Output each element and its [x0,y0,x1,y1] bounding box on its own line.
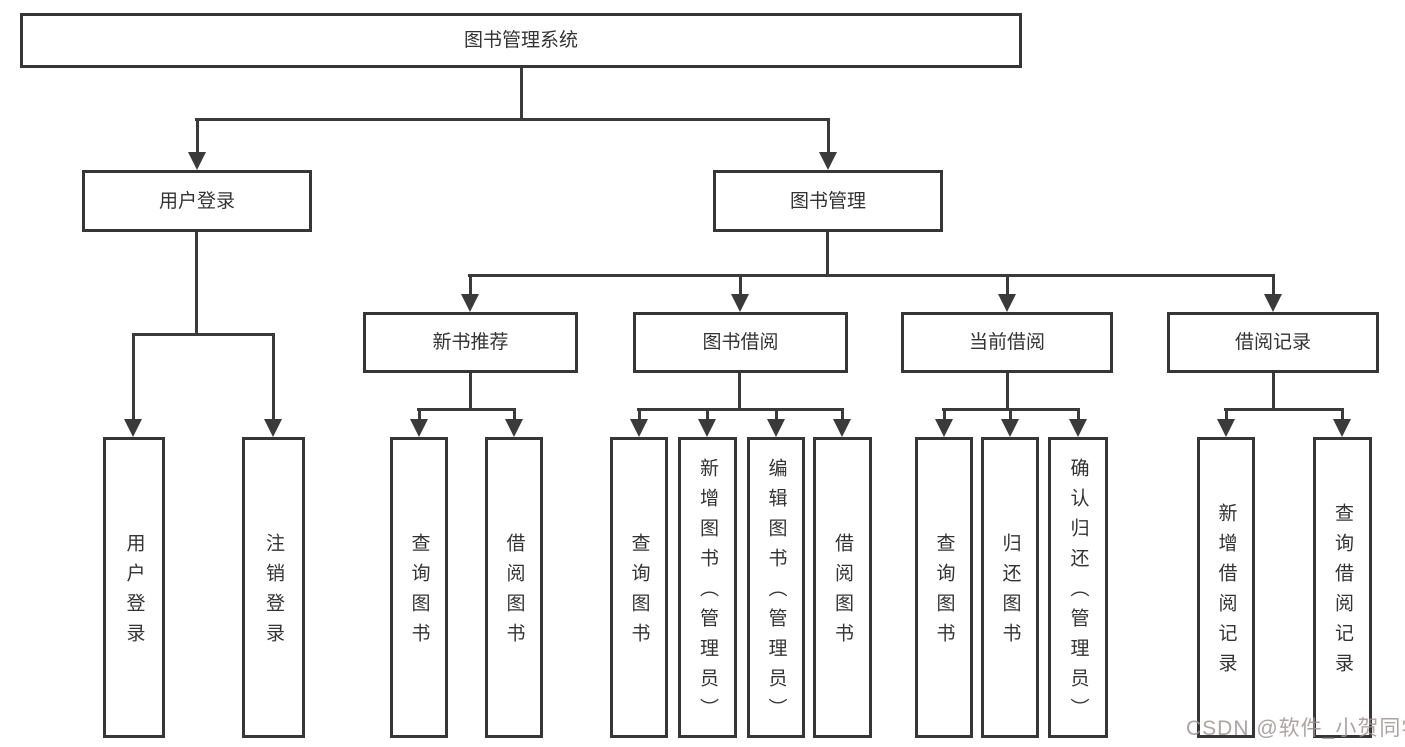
csdn-watermark: CSDN @软件_小贺同学 [1186,717,1405,740]
connector-line [1341,408,1344,423]
arrow-down-icon [698,419,716,437]
connector-line [195,118,830,121]
node-label: 借阅记录 [1234,332,1311,353]
node-label: 图书管理系统 [463,30,578,51]
node-label: 新书推荐 [432,332,509,353]
node-current-borrow: 当前借阅 [901,312,1113,373]
leaf-logout: 注销登录 [242,437,305,738]
connector-line [468,274,1274,277]
leaf-query-books-recommend: 查询图书 [390,437,448,738]
connector-line [1006,373,1009,411]
arrow-down-icon [1264,294,1282,312]
connector-line [827,118,830,156]
leaf-query-books-borrow: 查询图书 [610,437,668,738]
node-label: 查询图书 [933,533,955,653]
node-label: 编辑图书（管理员） [765,458,787,728]
connector-line [1224,408,1344,411]
connector-line [469,373,472,411]
node-label: 确认归还（管理员） [1067,458,1089,728]
leaf-user-login: 用户登录 [103,437,165,738]
node-label: 新增图书（管理员） [697,458,718,728]
connector-line [513,408,516,423]
connector-line [739,274,742,298]
node-label: 查询借阅记录 [1332,503,1353,683]
leaf-confirm-return-admin: 确认归还（管理员） [1048,437,1108,738]
leaf-return-book: 归还图书 [981,437,1039,738]
connector-line [195,232,198,336]
connector-line [1009,408,1012,423]
connector-line [738,373,741,411]
node-label: 借阅图书 [832,533,853,653]
node-book-management: 图书管理 [713,170,943,232]
arrow-down-icon [998,294,1016,312]
connector-line [1272,274,1275,298]
connector-line [1225,408,1228,423]
node-label: 归还图书 [999,533,1021,653]
arrow-down-icon [410,419,428,437]
connector-line [417,408,516,411]
node-label: 用户登录 [123,533,145,653]
connector-line [520,68,523,121]
node-new-book-recommend: 新书推荐 [363,312,578,373]
arrow-down-icon [1001,419,1019,437]
connector-line [196,118,199,156]
arrow-down-icon [1069,419,1087,437]
node-borrow-records: 借阅记录 [1167,312,1379,373]
connector-line [1077,408,1080,423]
leaf-query-borrow-record: 查询借阅记录 [1313,437,1372,738]
connector-line [272,333,275,423]
arrow-down-icon [1217,419,1235,437]
arrow-down-icon [264,419,282,437]
connector-line [132,333,275,336]
node-label: 当前借阅 [968,332,1045,353]
arrow-down-icon [630,419,648,437]
arrow-down-icon [188,152,206,170]
node-label: 新增借阅记录 [1215,503,1237,683]
connector-line [943,408,946,423]
leaf-borrow-books-recommend: 借阅图书 [485,437,543,738]
node-label: 查询图书 [628,533,650,653]
arrow-down-icon [124,419,142,437]
node-label: 用户登录 [158,190,235,212]
arrow-down-icon [833,419,851,437]
node-library-system: 图书管理系统 [20,13,1022,68]
node-label: 借阅图书 [503,533,525,653]
arrow-down-icon [731,294,749,312]
leaf-add-borrow-record: 新增借阅记录 [1197,437,1255,738]
connector-line [469,274,472,298]
arrow-down-icon [767,419,785,437]
node-label: 注销登录 [263,533,284,653]
connector-line [706,408,709,423]
node-label: 图书管理 [789,190,866,212]
arrow-down-icon [819,152,837,170]
connector-line [418,408,421,423]
leaf-query-books-current: 查询图书 [915,437,973,738]
arrow-down-icon [1333,419,1351,437]
connector-line [637,408,844,411]
leaf-add-book-admin: 新增图书（管理员） [678,437,737,738]
node-book-borrow: 图书借阅 [633,312,848,373]
connector-line [1272,373,1275,411]
connector-line [841,408,844,423]
connector-line [132,333,135,423]
arrow-down-icon [935,419,953,437]
leaf-borrow-books: 借阅图书 [813,437,872,738]
arrow-down-icon [461,294,479,312]
connector-line [1006,274,1009,298]
connector-line [638,408,641,423]
connector-line [826,232,829,277]
arrow-down-icon [505,419,523,437]
node-label: 图书借阅 [702,332,779,353]
connector-line [775,408,778,423]
leaf-edit-book-admin: 编辑图书（管理员） [747,437,805,738]
node-label: 查询图书 [408,533,430,653]
node-user-login: 用户登录 [82,170,312,232]
